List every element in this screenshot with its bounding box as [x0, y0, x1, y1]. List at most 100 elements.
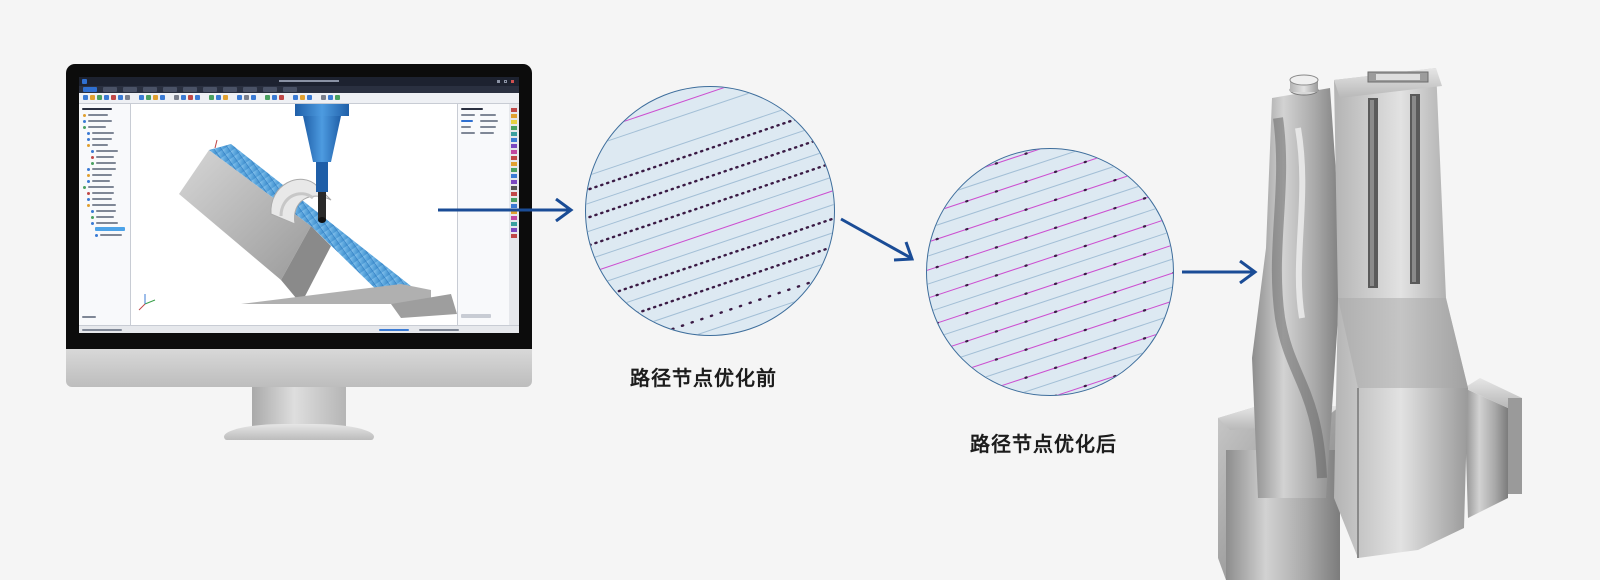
- tree-item[interactable]: [92, 144, 108, 146]
- tree-item[interactable]: [92, 180, 110, 182]
- tree-item[interactable]: [96, 156, 114, 158]
- toolbar-icon[interactable]: [125, 95, 130, 100]
- toolbar-icon[interactable]: [188, 95, 193, 100]
- toolbar-icon[interactable]: [300, 95, 305, 100]
- toolbar-icon[interactable]: [83, 95, 88, 100]
- toolbar-icon[interactable]: [307, 95, 312, 100]
- menu-item[interactable]: [203, 87, 217, 92]
- toolbar-icon[interactable]: [174, 95, 179, 100]
- toolbar-icon[interactable]: [104, 95, 109, 100]
- param-value[interactable]: [480, 132, 494, 134]
- color-swatch[interactable]: [511, 186, 517, 190]
- menu-item[interactable]: [263, 87, 277, 92]
- toolbar-icon[interactable]: [160, 95, 165, 100]
- color-swatch[interactable]: [511, 204, 517, 208]
- tree-item[interactable]: [96, 162, 116, 164]
- color-swatch[interactable]: [511, 216, 517, 220]
- color-swatch[interactable]: [511, 132, 517, 136]
- panel-button[interactable]: [461, 314, 491, 318]
- toolbar-icon[interactable]: [209, 95, 214, 100]
- tree-item[interactable]: [92, 174, 112, 176]
- color-swatch[interactable]: [511, 168, 517, 172]
- panel-footer: [82, 316, 96, 318]
- minimize-icon[interactable]: [497, 80, 500, 83]
- toolbar-icon[interactable]: [244, 95, 249, 100]
- tree-item[interactable]: [92, 204, 116, 206]
- panel-header: [461, 108, 483, 110]
- color-swatch[interactable]: [511, 234, 517, 238]
- toolbar-icon[interactable]: [153, 95, 158, 100]
- color-swatch[interactable]: [511, 150, 517, 154]
- toolbar-icon[interactable]: [118, 95, 123, 100]
- menu-item[interactable]: [243, 87, 257, 92]
- color-swatch[interactable]: [511, 156, 517, 160]
- color-swatch[interactable]: [511, 138, 517, 142]
- tree-item[interactable]: [92, 132, 114, 134]
- tree-item-icon: [87, 174, 90, 177]
- color-swatch[interactable]: [511, 114, 517, 118]
- toolbar-icon[interactable]: [272, 95, 277, 100]
- color-swatch[interactable]: [511, 228, 517, 232]
- toolbar-icon[interactable]: [223, 95, 228, 100]
- toolbar-icon[interactable]: [97, 95, 102, 100]
- toolbar-icon[interactable]: [293, 95, 298, 100]
- tree-item[interactable]: [96, 210, 116, 212]
- menu-item[interactable]: [223, 87, 237, 92]
- toolbar-icon[interactable]: [139, 95, 144, 100]
- monitor-stand-foot: [224, 424, 374, 440]
- toolbar-icon[interactable]: [251, 95, 256, 100]
- menu-item[interactable]: [163, 87, 177, 92]
- menu-item[interactable]: [283, 87, 297, 92]
- menu-item[interactable]: [103, 87, 117, 92]
- color-swatch[interactable]: [511, 210, 517, 214]
- tree-item[interactable]: [92, 192, 114, 194]
- tree-item[interactable]: [92, 198, 112, 200]
- color-swatch[interactable]: [511, 174, 517, 178]
- color-swatch[interactable]: [511, 192, 517, 196]
- tree-item-icon: [87, 132, 90, 135]
- monitor-screen: [79, 77, 519, 333]
- color-swatch[interactable]: [511, 120, 517, 124]
- param-value[interactable]: [480, 120, 498, 122]
- tree-item[interactable]: [88, 114, 108, 116]
- toolbar-icon[interactable]: [111, 95, 116, 100]
- tree-item[interactable]: [88, 120, 112, 122]
- toolbar-icon[interactable]: [328, 95, 333, 100]
- menu-item[interactable]: [143, 87, 157, 92]
- menu-item[interactable]: [123, 87, 137, 92]
- toolbar-icon[interactable]: [237, 95, 242, 100]
- tree-item[interactable]: [88, 186, 114, 188]
- toolbar-icon[interactable]: [265, 95, 270, 100]
- tree-item[interactable]: [96, 222, 118, 224]
- maximize-icon[interactable]: [504, 80, 507, 83]
- toolbar-icon[interactable]: [321, 95, 326, 100]
- toolbar-icon[interactable]: [335, 95, 340, 100]
- param-value[interactable]: [480, 126, 496, 128]
- tree-item[interactable]: [96, 150, 118, 152]
- toolbar-icon[interactable]: [216, 95, 221, 100]
- color-swatch[interactable]: [511, 144, 517, 148]
- tree-item[interactable]: [92, 138, 112, 140]
- color-swatch[interactable]: [511, 222, 517, 226]
- toolbar-icon[interactable]: [90, 95, 95, 100]
- color-swatch[interactable]: [511, 162, 517, 166]
- toolbar-icon[interactable]: [181, 95, 186, 100]
- color-swatch[interactable]: [511, 180, 517, 184]
- color-swatch[interactable]: [511, 198, 517, 202]
- tree-item[interactable]: [96, 216, 114, 218]
- color-swatch[interactable]: [511, 108, 517, 112]
- toolbar-icon[interactable]: [279, 95, 284, 100]
- tree-item[interactable]: [92, 168, 116, 170]
- menu-item[interactable]: [183, 87, 197, 92]
- menu-item[interactable]: [83, 87, 97, 92]
- 3d-viewport[interactable]: [131, 104, 457, 325]
- arrow-right-icon: [438, 198, 574, 222]
- close-icon[interactable]: [511, 80, 514, 83]
- toolbar-icon[interactable]: [195, 95, 200, 100]
- color-swatch[interactable]: [511, 126, 517, 130]
- tree-item-selected[interactable]: [95, 227, 125, 231]
- param-value[interactable]: [480, 114, 496, 116]
- toolbar-icon[interactable]: [146, 95, 151, 100]
- tree-item[interactable]: [100, 234, 122, 236]
- tree-item[interactable]: [88, 126, 106, 128]
